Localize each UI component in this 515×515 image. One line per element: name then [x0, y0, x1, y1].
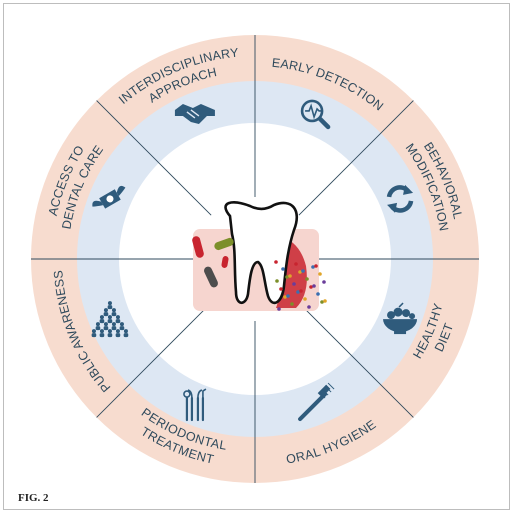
bacteria-dot: [279, 287, 283, 291]
bacteria-dot: [286, 294, 290, 298]
bacteria-cell: [192, 236, 204, 258]
bacteria-dot: [285, 275, 289, 279]
crowd-icon: [91, 301, 129, 338]
segment-divider: [298, 302, 414, 418]
bacteria-dot: [292, 282, 296, 286]
bacteria-dot: [320, 300, 324, 304]
bacteria-dot: [277, 307, 281, 311]
bacteria-dot: [274, 260, 278, 264]
magnifier-heartbeat-icon: [300, 99, 331, 130]
bacteria-dot: [305, 277, 309, 281]
fruit-bowl-icon: [383, 302, 418, 335]
segment-divider: [96, 100, 212, 216]
bacteria-dot: [309, 285, 313, 289]
segment-divider: [298, 100, 414, 216]
wheel-dividers: [31, 35, 479, 483]
bacteria-cell: [221, 256, 229, 268]
tooth-outline: [224, 201, 299, 305]
bacteria-dot: [281, 267, 285, 271]
periodontal-care-wheel: EARLY DETECTIONBEHAVIORALMODIFICATIONHEA…: [31, 35, 479, 483]
bacteria-dot: [275, 279, 279, 283]
bacteria-dot: [318, 272, 322, 276]
center-illustration: [192, 201, 327, 311]
bacteria-dot: [290, 302, 294, 306]
bacteria-dot: [299, 289, 303, 293]
bacteria-dot: [296, 290, 300, 294]
bacteria-cell: [204, 266, 218, 288]
refresh-cycle-icon: [386, 184, 414, 213]
segment-icons: [91, 99, 418, 422]
bacteria-dot: [303, 297, 307, 301]
dental-instruments-icon: [183, 388, 207, 422]
bacteria-dot: [312, 284, 316, 288]
bacteria-dot: [294, 262, 298, 266]
toothbrush-icon: [298, 382, 335, 422]
bacteria-dot: [288, 274, 292, 278]
handshake-icon: [174, 103, 215, 124]
bacteria-dot: [298, 270, 302, 274]
bacteria-dot: [307, 305, 311, 309]
bacteria-cell: [214, 237, 234, 251]
bacteria-dot: [311, 265, 315, 269]
bacteria-dot: [322, 280, 326, 284]
bacteria-dot: [316, 292, 320, 296]
bacteria-dot: [323, 299, 327, 303]
figure-caption: FIG. 2: [18, 492, 49, 504]
segment-divider: [96, 302, 212, 418]
bacteria-dot: [314, 264, 318, 268]
tooth-with-bacteria-icon: [192, 201, 327, 311]
bacteria-dot: [283, 295, 287, 299]
bacteria-dot: [301, 269, 305, 273]
money-wings-icon: [92, 185, 126, 209]
